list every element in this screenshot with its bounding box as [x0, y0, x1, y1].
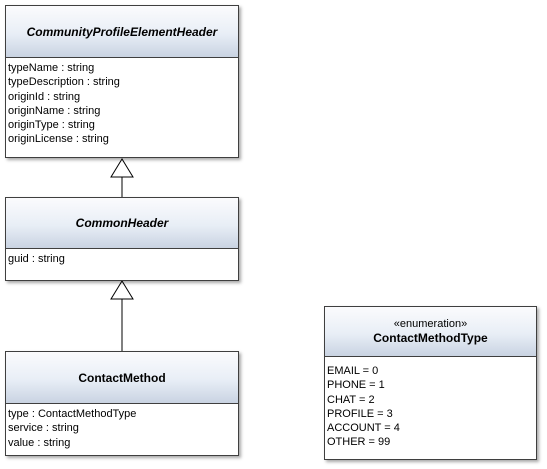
attribute-list: guid : string — [6, 249, 238, 266]
attribute: typeName : string — [8, 62, 95, 74]
attribute-list: typeName : string typeDescription : stri… — [6, 58, 238, 147]
enumeration-literal-list: EMAIL = 0 PHONE = 1 CHAT = 2 PROFILE = 3… — [325, 357, 536, 450]
enumeration-literal: ACCOUNT = 4 — [327, 422, 400, 435]
generalization-contactmethod-to-commonheader — [110, 280, 134, 351]
attribute: service : string — [8, 422, 79, 435]
attribute: originId : string — [8, 90, 81, 103]
class-header: «enumeration» ContactMethodType — [325, 307, 536, 357]
attribute: originName : string — [8, 104, 101, 117]
class-name: CommunityProfileElementHeader — [26, 24, 218, 39]
enumeration-literal: EMAIL = 0 — [327, 365, 379, 377]
generalization-commonheader-to-communityprofile — [110, 158, 134, 197]
class-name: ContactMethod — [78, 370, 166, 385]
class-header: CommunityProfileElementHeader — [6, 6, 238, 58]
class-community-profile-element-header[interactable]: CommunityProfileElementHeader typeName :… — [5, 5, 239, 158]
enumeration-literal: OTHER = 99 — [327, 436, 391, 449]
enumeration-contact-method-type[interactable]: «enumeration» ContactMethodType EMAIL = … — [324, 306, 537, 460]
enumeration-literal: PHONE = 1 — [327, 379, 385, 392]
class-header: ContactMethod — [6, 352, 238, 404]
enumeration-literal: CHAT = 2 — [327, 393, 375, 406]
attribute: value : string — [8, 436, 71, 449]
attribute: guid : string — [8, 253, 65, 265]
attribute: typeDescription : string — [8, 76, 120, 89]
attribute: originLicense : string — [8, 133, 109, 146]
class-name: CommonHeader — [75, 216, 169, 230]
class-contact-method[interactable]: ContactMethod type : ContactMethodType s… — [5, 351, 239, 456]
class-header: CommonHeader — [6, 198, 238, 249]
stereotype-label: «enumeration» — [393, 318, 468, 330]
attribute: originType : string — [8, 119, 95, 132]
class-common-header[interactable]: CommonHeader guid : string — [5, 197, 239, 281]
enumeration-literal: PROFILE = 3 — [327, 407, 393, 420]
class-name: ContactMethodType — [373, 331, 488, 345]
attribute: type : ContactMethodType — [8, 408, 137, 420]
attribute-list: type : ContactMethodType service : strin… — [6, 404, 238, 450]
